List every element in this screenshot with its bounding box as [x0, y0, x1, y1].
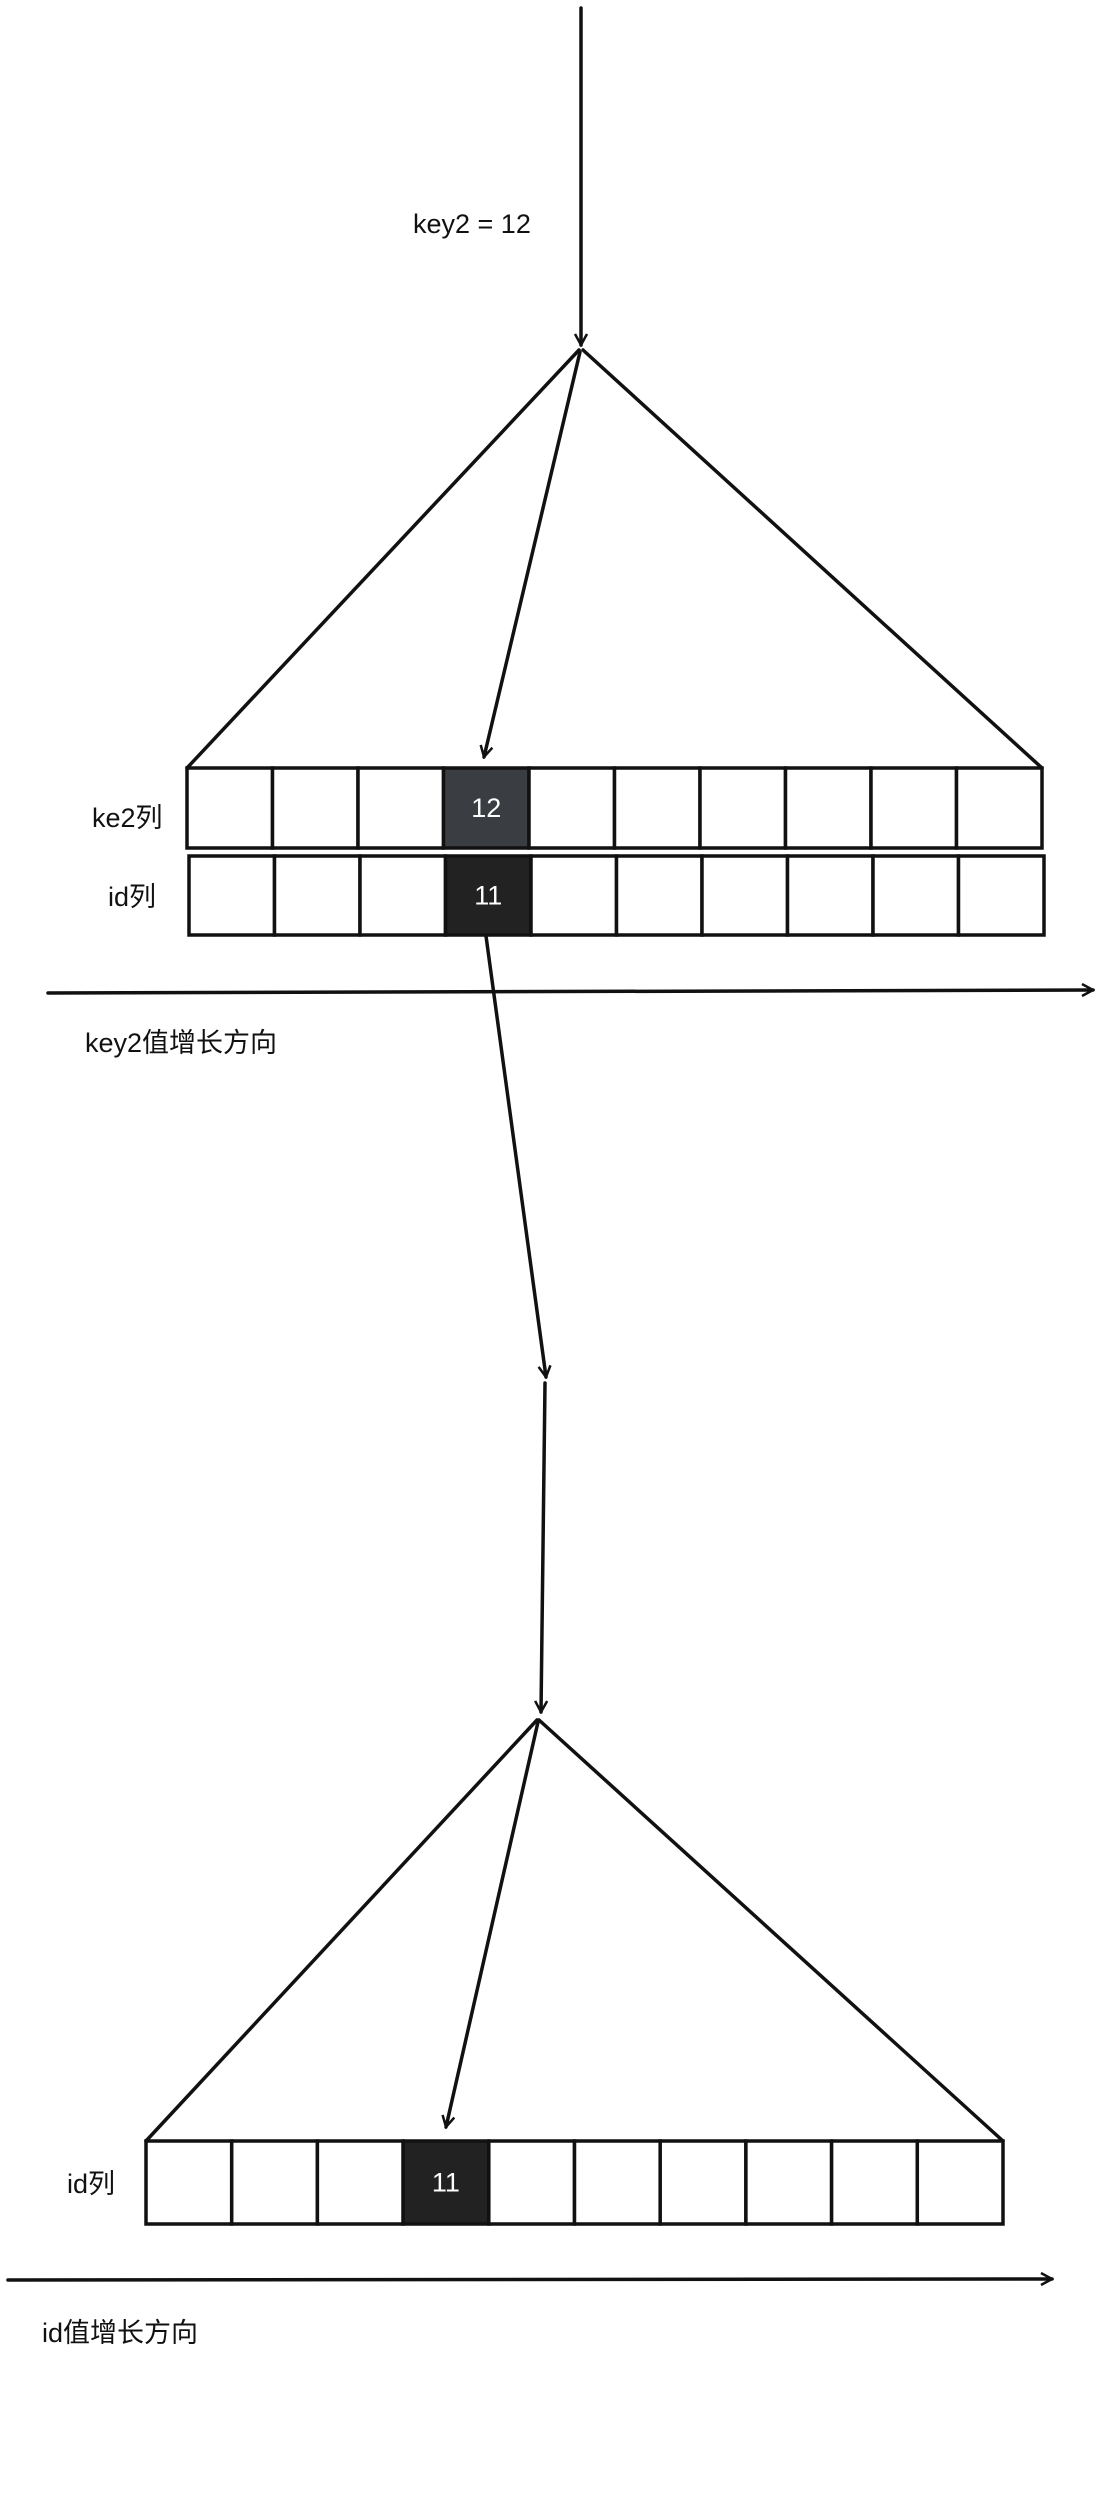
cell — [572, 2139, 662, 2226]
cell — [658, 2139, 748, 2226]
table-lookup-arrow — [484, 934, 546, 1377]
id-direction-arrow — [6, 2279, 1052, 2280]
row-label-id: id列 — [108, 882, 156, 912]
cell — [529, 854, 619, 937]
cell — [229, 2139, 320, 2226]
highlighted-cell-value: 11 — [474, 881, 502, 911]
cell — [187, 854, 277, 937]
cell — [614, 854, 704, 937]
key2-column-row: 12 — [185, 766, 1044, 850]
cell — [871, 854, 961, 937]
id-column-row-clustered: 11 — [144, 2139, 1005, 2226]
query-label: key2 = 12 — [413, 209, 531, 239]
cell — [612, 766, 702, 850]
cell — [356, 766, 446, 850]
cell — [315, 2139, 405, 2226]
cell — [272, 854, 362, 937]
row-label-id-clustered: id列 — [67, 2169, 115, 2199]
tree2-left-edge — [144, 1718, 539, 2143]
cell — [144, 2139, 234, 2226]
row-label-key2: ke2列 — [92, 803, 163, 833]
cell — [744, 2139, 834, 2226]
cell — [185, 766, 275, 850]
highlighted-cell-value: 12 — [471, 793, 501, 823]
cell — [915, 2139, 1005, 2226]
cell — [270, 766, 360, 850]
highlighted-cell-value: 11 — [432, 2168, 460, 2198]
key2-direction-label: key2值增长方向 — [85, 1028, 277, 1058]
cell — [700, 854, 790, 937]
cell — [487, 2139, 577, 2226]
id-direction-label: id值增长方向 — [42, 2318, 198, 2348]
cell — [358, 854, 448, 937]
cell — [783, 766, 873, 850]
search-arrow — [484, 350, 582, 757]
tree-right-edge — [581, 348, 1044, 770]
cell — [527, 766, 617, 850]
cell — [698, 766, 788, 850]
cell — [785, 854, 875, 937]
key2-direction-arrow — [46, 990, 1093, 993]
cell — [956, 854, 1046, 937]
id-column-row: 11 — [187, 854, 1046, 937]
highlighted-cell — [443, 854, 533, 937]
clustered-query-arrow — [541, 1381, 545, 1712]
cell — [829, 2139, 920, 2226]
cell — [954, 766, 1044, 850]
cell — [869, 766, 959, 850]
tree-left-edge — [185, 348, 581, 770]
highlighted-cell — [401, 2139, 491, 2226]
tree2-right-edge — [537, 1718, 1005, 2143]
search-arrow-2 — [446, 1720, 540, 2127]
